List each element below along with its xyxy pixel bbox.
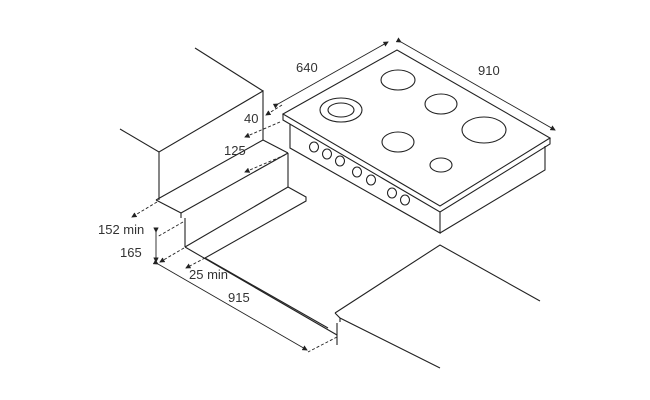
control-knobs bbox=[308, 141, 411, 206]
dim-cutout-width: 915 bbox=[228, 290, 250, 305]
dim-step-height: 165 bbox=[120, 245, 142, 260]
dim-back-clearance: 40 bbox=[244, 111, 258, 126]
dimension-lines bbox=[131, 37, 556, 353]
dim-wall-offset: 125 bbox=[224, 143, 246, 158]
burner-small bbox=[429, 157, 453, 173]
countertop bbox=[184, 186, 541, 369]
upper-cabinet bbox=[119, 47, 289, 218]
dim-side-clearance: 25 min bbox=[189, 267, 228, 282]
gas-hob bbox=[281, 49, 552, 234]
dim-cabinet-clearance: 152 min bbox=[98, 222, 144, 237]
dim-hob-width: 910 bbox=[478, 63, 500, 78]
dim-hob-depth: 640 bbox=[296, 60, 318, 75]
burner-front bbox=[381, 131, 415, 153]
